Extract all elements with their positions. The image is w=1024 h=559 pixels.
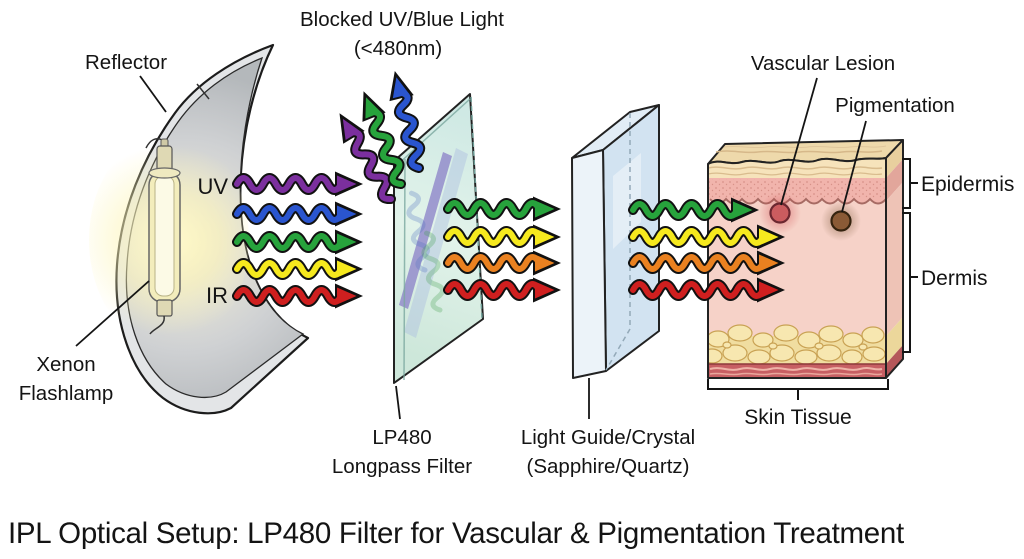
dermis-label: Dermis bbox=[921, 267, 988, 290]
ir-label: IR bbox=[206, 283, 228, 308]
pigmentation-dot bbox=[830, 210, 852, 232]
xenon-label-line1: Xenon bbox=[36, 353, 95, 376]
xenon-label-line2: Flashlamp bbox=[19, 382, 114, 405]
skin-orange-arrow bbox=[628, 250, 785, 276]
reflector-label: Reflector bbox=[85, 51, 167, 74]
transmitted-beams bbox=[443, 196, 561, 303]
epidermis-bracket bbox=[902, 158, 918, 209]
vascular-pointer-line bbox=[780, 77, 818, 206]
skin-front-layers bbox=[708, 158, 886, 378]
skin-front-outline bbox=[707, 157, 887, 379]
xenon-flashlamp bbox=[145, 138, 181, 335]
skin-yellow-arrow bbox=[628, 224, 785, 250]
trans-red-arrow bbox=[443, 277, 561, 303]
epidermis-label: Epidermis bbox=[921, 173, 1014, 196]
blocked-light-label-line2: (<480nm) bbox=[354, 37, 442, 60]
lightguide-label-line2: (Sapphire/Quartz) bbox=[527, 455, 690, 478]
skin-beams bbox=[628, 197, 785, 303]
ghost-green-wave bbox=[421, 230, 446, 313]
trans-yellow-arrow bbox=[443, 224, 561, 250]
annotations bbox=[75, 75, 918, 420]
reflector-pointer-line bbox=[139, 75, 167, 113]
skin-tissue-bracket bbox=[707, 379, 889, 400]
blocked-beams bbox=[339, 70, 426, 205]
beam-ir-arrow bbox=[232, 283, 363, 309]
beam-blue-arrow bbox=[232, 201, 363, 227]
pigmentation-label: Pigmentation bbox=[835, 94, 955, 117]
beam-green-arrow bbox=[232, 229, 363, 255]
blocked-blue-arrow bbox=[389, 70, 426, 173]
skin-block bbox=[707, 139, 904, 379]
reflector-group bbox=[89, 43, 310, 415]
filter-pointer-line bbox=[395, 385, 401, 420]
trans-orange-arrow bbox=[443, 250, 561, 276]
blocked-green-arrow bbox=[362, 91, 406, 189]
uv-label: UV bbox=[197, 174, 228, 199]
light-guide bbox=[571, 104, 660, 379]
skin-side-face bbox=[885, 139, 904, 379]
diagram-title: IPL Optical Setup: LP480 Filter for Vasc… bbox=[8, 517, 904, 550]
filter-label-line2: Longpass Filter bbox=[332, 455, 472, 478]
vascular-lesion-label: Vascular Lesion bbox=[751, 52, 895, 75]
blocked-uv-arrow bbox=[339, 113, 396, 205]
beam-uv-arrow bbox=[232, 171, 363, 197]
xenon-pointer-line bbox=[75, 280, 150, 347]
source-beams bbox=[232, 171, 363, 309]
beam-yellow-arrow bbox=[232, 256, 363, 282]
skin-red-arrow bbox=[628, 277, 785, 303]
lightguide-label-line1: Light Guide/Crystal bbox=[521, 426, 695, 449]
trans-green-arrow bbox=[443, 196, 561, 222]
vascular-lesion-dot bbox=[769, 202, 791, 224]
dermis-bracket bbox=[902, 212, 918, 353]
skin-tissue-label: Skin Tissue bbox=[744, 406, 851, 429]
pigmentation-pointer-line bbox=[841, 120, 867, 213]
skin-green-arrow bbox=[628, 197, 759, 223]
blocked-light-label-line1: Blocked UV/Blue Light bbox=[300, 8, 504, 31]
reflector-seam bbox=[196, 83, 210, 100]
filter-label-line1: LP480 bbox=[372, 426, 431, 449]
ghost-blue-wave bbox=[406, 190, 431, 273]
